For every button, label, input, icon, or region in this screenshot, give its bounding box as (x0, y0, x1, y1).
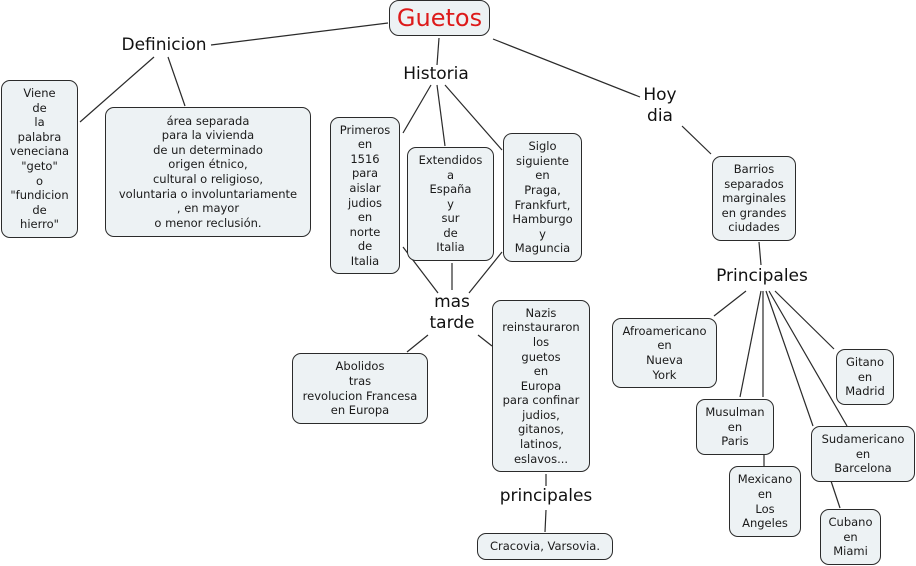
concept-abolidos[interactable]: Abolidos tras revolucion Francesa en Eur… (292, 353, 428, 424)
concept-mexicano[interactable]: Mexicano en Los Angeles (729, 466, 801, 537)
edge-principales-musulman (739, 290, 762, 398)
concept-cracovia[interactable]: Cracovia, Varsovia. (477, 533, 613, 560)
concept-primeros[interactable]: Primeros en 1516 para aislar judios en n… (330, 117, 400, 274)
concept-extendidos[interactable]: Extendidos a España y sur de Italia (407, 147, 494, 261)
concept-barrios[interactable]: Barrios separados marginales en grandes … (712, 156, 796, 241)
edge-guetos-historia (436, 37, 440, 66)
concept-siglo[interactable]: Siglo siguiente en Praga, Frankfurt, Ham… (503, 133, 582, 262)
edge-principales-cracovia (544, 509, 547, 533)
concept-sudamericano[interactable]: Sudamericano en Barcelona (811, 426, 915, 482)
edge-definicion-area (167, 56, 186, 107)
concept-area[interactable]: área separada para la vivienda de un det… (105, 107, 311, 237)
concept-guetos[interactable]: Guetos (389, 0, 490, 36)
edge-hoydia-barrios (681, 125, 712, 155)
linking-phrase-mas-tarde[interactable]: mas tarde (429, 292, 475, 333)
edge-guetos-definicion (210, 22, 389, 46)
linking-phrase-hoy-dia[interactable]: Hoy dia (643, 85, 677, 126)
edge-mastarde-abolidos (406, 334, 429, 353)
edge-barrios-principales (758, 241, 762, 266)
edge-historia-siglo (444, 84, 503, 151)
linking-phrase-definicion[interactable]: Definicion (121, 35, 207, 55)
concept-musulman[interactable]: Musulman en Paris (696, 399, 774, 455)
linking-phrase-historia[interactable]: Historia (403, 64, 469, 84)
linking-phrase-principales-nazis[interactable]: principales (499, 486, 593, 506)
concept-nazis[interactable]: Nazis reinstauraron los guetos en Europa… (492, 300, 590, 472)
edge-principales-afroamericano (713, 290, 747, 317)
edge-siglo-mastarde (468, 251, 503, 294)
linking-phrase-principales-hoy[interactable]: Principales (716, 266, 808, 286)
edge-mastarde-nazis (477, 334, 493, 347)
edge-definicion-viene (79, 56, 155, 123)
concept-afroamericano[interactable]: Afroamericano en Nueva York (612, 318, 717, 388)
edge-historia-extendidos (436, 84, 446, 147)
edge-principales-sudamericano (765, 290, 814, 427)
edge-historia-primeros (402, 84, 432, 134)
concept-cubano[interactable]: Cubano en Miami (820, 509, 881, 565)
concept-gitano[interactable]: Gitano en Madrid (836, 349, 894, 405)
edge-principales-gitano (774, 290, 835, 350)
concept-viene[interactable]: Viene de la palabra veneciana "geto" o "… (1, 80, 78, 238)
edge-sudamericano-cubano (830, 480, 841, 509)
edge-guetos-hoydia (492, 38, 641, 98)
edge-principales-sudamericano-2 (768, 290, 848, 427)
